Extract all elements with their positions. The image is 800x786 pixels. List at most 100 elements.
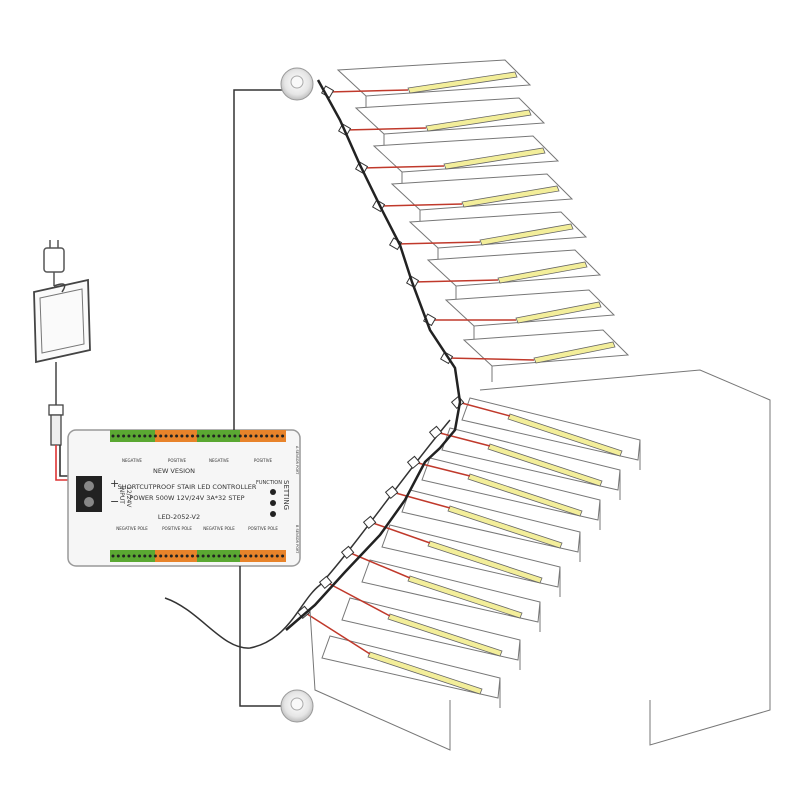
terminal-screw [206, 554, 210, 558]
terminal-screw [281, 434, 285, 438]
terminal-screw [270, 434, 274, 438]
step-tread [462, 329, 630, 367]
terminal-screw [265, 434, 269, 438]
input-minus: − [110, 495, 119, 508]
setting-buttons[interactable] [270, 489, 276, 517]
terminal-screw [175, 554, 179, 558]
led-strip [407, 71, 518, 94]
led-strip [367, 651, 483, 695]
terminal-screw [153, 434, 157, 438]
bottom-label-3: NEGATIVE POLE [203, 526, 235, 531]
terminal-screw [191, 554, 194, 558]
bus-cable [285, 79, 462, 631]
step-tread [372, 135, 560, 173]
lower-step [428, 425, 621, 500]
terminal-screw [228, 554, 232, 558]
connector [296, 605, 311, 619]
bottom-label-2: POSITIVE POLE [162, 526, 192, 531]
terminal-screw [159, 434, 163, 438]
led-strip [447, 505, 563, 549]
stair-led-controller: + − INPUT 12/24V NEW VESION SHORTCUTPROO… [67, 429, 301, 567]
setting-label: SETTING [282, 480, 290, 510]
upper-step [439, 329, 630, 382]
lower-step [296, 605, 501, 708]
led-wire [391, 491, 451, 509]
top-terminal-strips [110, 430, 286, 442]
terminal-screw [143, 434, 147, 438]
led-wire [457, 401, 511, 417]
terminal-screw [254, 554, 258, 558]
led-strip [443, 147, 546, 170]
upper-step [405, 249, 602, 302]
terminal-screw [270, 554, 274, 558]
led-strip [507, 413, 623, 457]
led-wire [395, 241, 481, 245]
lower-step [450, 395, 641, 470]
terminal-screw [127, 554, 131, 558]
terminal-screw [196, 554, 200, 558]
led-strip [425, 109, 532, 132]
step-tread [390, 173, 574, 211]
terminal-screw [249, 434, 253, 438]
terminal-screw [244, 434, 247, 438]
top-label-4: POSITIVE [254, 458, 273, 463]
terminal-screw [233, 554, 237, 558]
led-wire [446, 357, 535, 361]
terminal-screw [217, 554, 221, 558]
terminal-screw [122, 554, 126, 558]
led-strip [407, 575, 523, 619]
terminal-screw [143, 554, 147, 558]
led-strip [533, 341, 616, 364]
terminal-screw [275, 434, 279, 438]
terminal-screw [153, 554, 157, 558]
top-label-2: POSITIVE [168, 458, 187, 463]
lower-step [362, 515, 561, 597]
led-wire [325, 581, 391, 617]
function-label: FUNCTION [256, 480, 282, 486]
terminal-screw [122, 434, 126, 438]
terminal-screw [116, 434, 120, 438]
terminal-screw [201, 434, 205, 438]
bottom-label-1: NEGATIVE POLE [116, 526, 148, 531]
step-tread [408, 211, 588, 249]
terminal-screw [159, 554, 163, 558]
terminal-screw [238, 434, 242, 438]
terminal-screw [132, 554, 136, 558]
sensor-a-label: A SENSOR PORT [295, 446, 299, 475]
led-strip [487, 443, 603, 487]
pir-motion-sensor-icon [280, 689, 314, 723]
pir-motion-sensor-icon [280, 67, 314, 101]
terminal-screw [249, 554, 253, 558]
landing-outline [479, 369, 771, 746]
connector [406, 455, 421, 469]
terminal-screw [212, 554, 216, 558]
top-label-3: NEGATIVE [209, 458, 229, 463]
input-label: INPUT [118, 486, 125, 504]
upper-step [388, 211, 588, 264]
terminal-screw [196, 434, 200, 438]
terminal-screw [217, 434, 221, 438]
bottom-terminal-strips [110, 550, 286, 562]
terminal-screw [127, 434, 131, 438]
terminal-screw [222, 434, 226, 438]
power-plug-icon [43, 240, 65, 286]
terminal-screw [206, 434, 210, 438]
terminal-screw [148, 554, 152, 558]
terminal-screw [259, 554, 263, 558]
upper-step [354, 135, 560, 188]
terminal-screw [138, 554, 141, 558]
terminal-screw [185, 434, 189, 438]
terminal-screw [201, 554, 205, 558]
terminal-screw [222, 554, 226, 558]
terminal-screw [212, 434, 216, 438]
terminal-screw [238, 554, 242, 558]
led-strip [467, 473, 583, 517]
step-tread [354, 97, 546, 135]
terminal-screw [259, 434, 263, 438]
led-wire [369, 521, 431, 544]
led-wire [412, 279, 499, 283]
connector [428, 425, 443, 439]
led-strip [461, 185, 560, 208]
upper-step [422, 289, 616, 342]
